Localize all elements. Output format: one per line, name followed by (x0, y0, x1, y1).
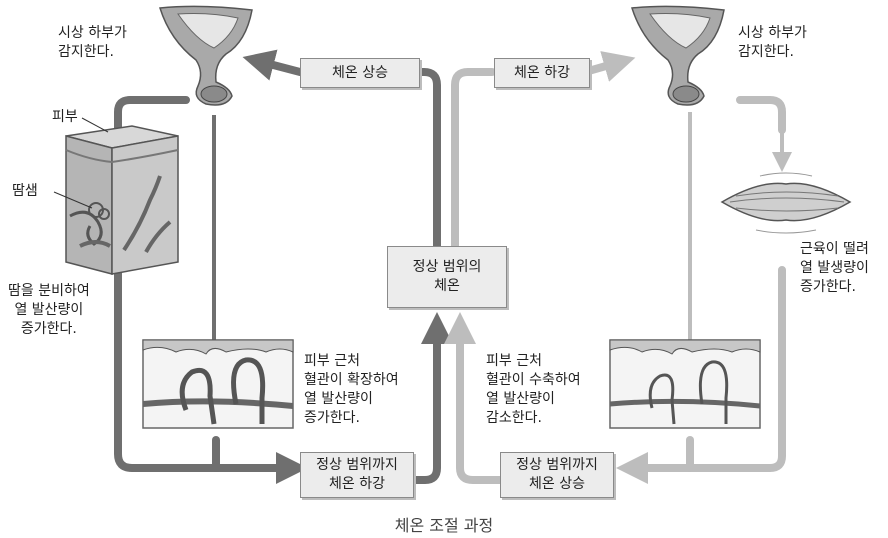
vessel-dilate-label: 피부 근처 혈관이 확장하여 열 발산량이 증가한다. (304, 353, 399, 426)
temp-fall-box: 체온 하강 (494, 58, 590, 88)
muscle-illustration (720, 172, 852, 234)
skin-block-illustration (65, 125, 179, 275)
dark-loop-arrows (114, 49, 453, 484)
muscle-label: 근육이 떨려 열 발생량이 증가한다. (800, 241, 869, 295)
temp-rise-box: 체온 상승 (300, 58, 420, 88)
vessel-constrict-label: 피부 근처 혈관이 수축하여 열 발산량이 감소한다. (486, 353, 581, 426)
lower-to-normal-box: 정상 범위까지 체온 하강 (300, 452, 414, 498)
normal-temp-box: 정상 범위의 체온 (387, 246, 507, 308)
diagram-caption: 체온 조절 과정 (394, 516, 494, 535)
hypothalamus-right-label: 시상 하부가 감지한다. (738, 25, 807, 60)
vessel-constrict-illustration (609, 339, 761, 429)
raise-to-normal-box: 정상 범위까지 체온 상승 (500, 452, 614, 498)
hypothalamus-left-label: 시상 하부가 감지한다. (58, 25, 127, 60)
hypothalamus-right-illustration (631, 5, 725, 106)
hypothalamus-left-illustration (159, 5, 253, 106)
vessel-dilate-illustration (142, 339, 294, 429)
sweat-label: 땀을 분비하여 열 발산량이 증가한다. (8, 283, 90, 337)
light-loop-arrows (444, 51, 786, 484)
sweat-gland-label: 땀샘 (12, 183, 38, 199)
skin-label: 피부 (52, 109, 78, 125)
